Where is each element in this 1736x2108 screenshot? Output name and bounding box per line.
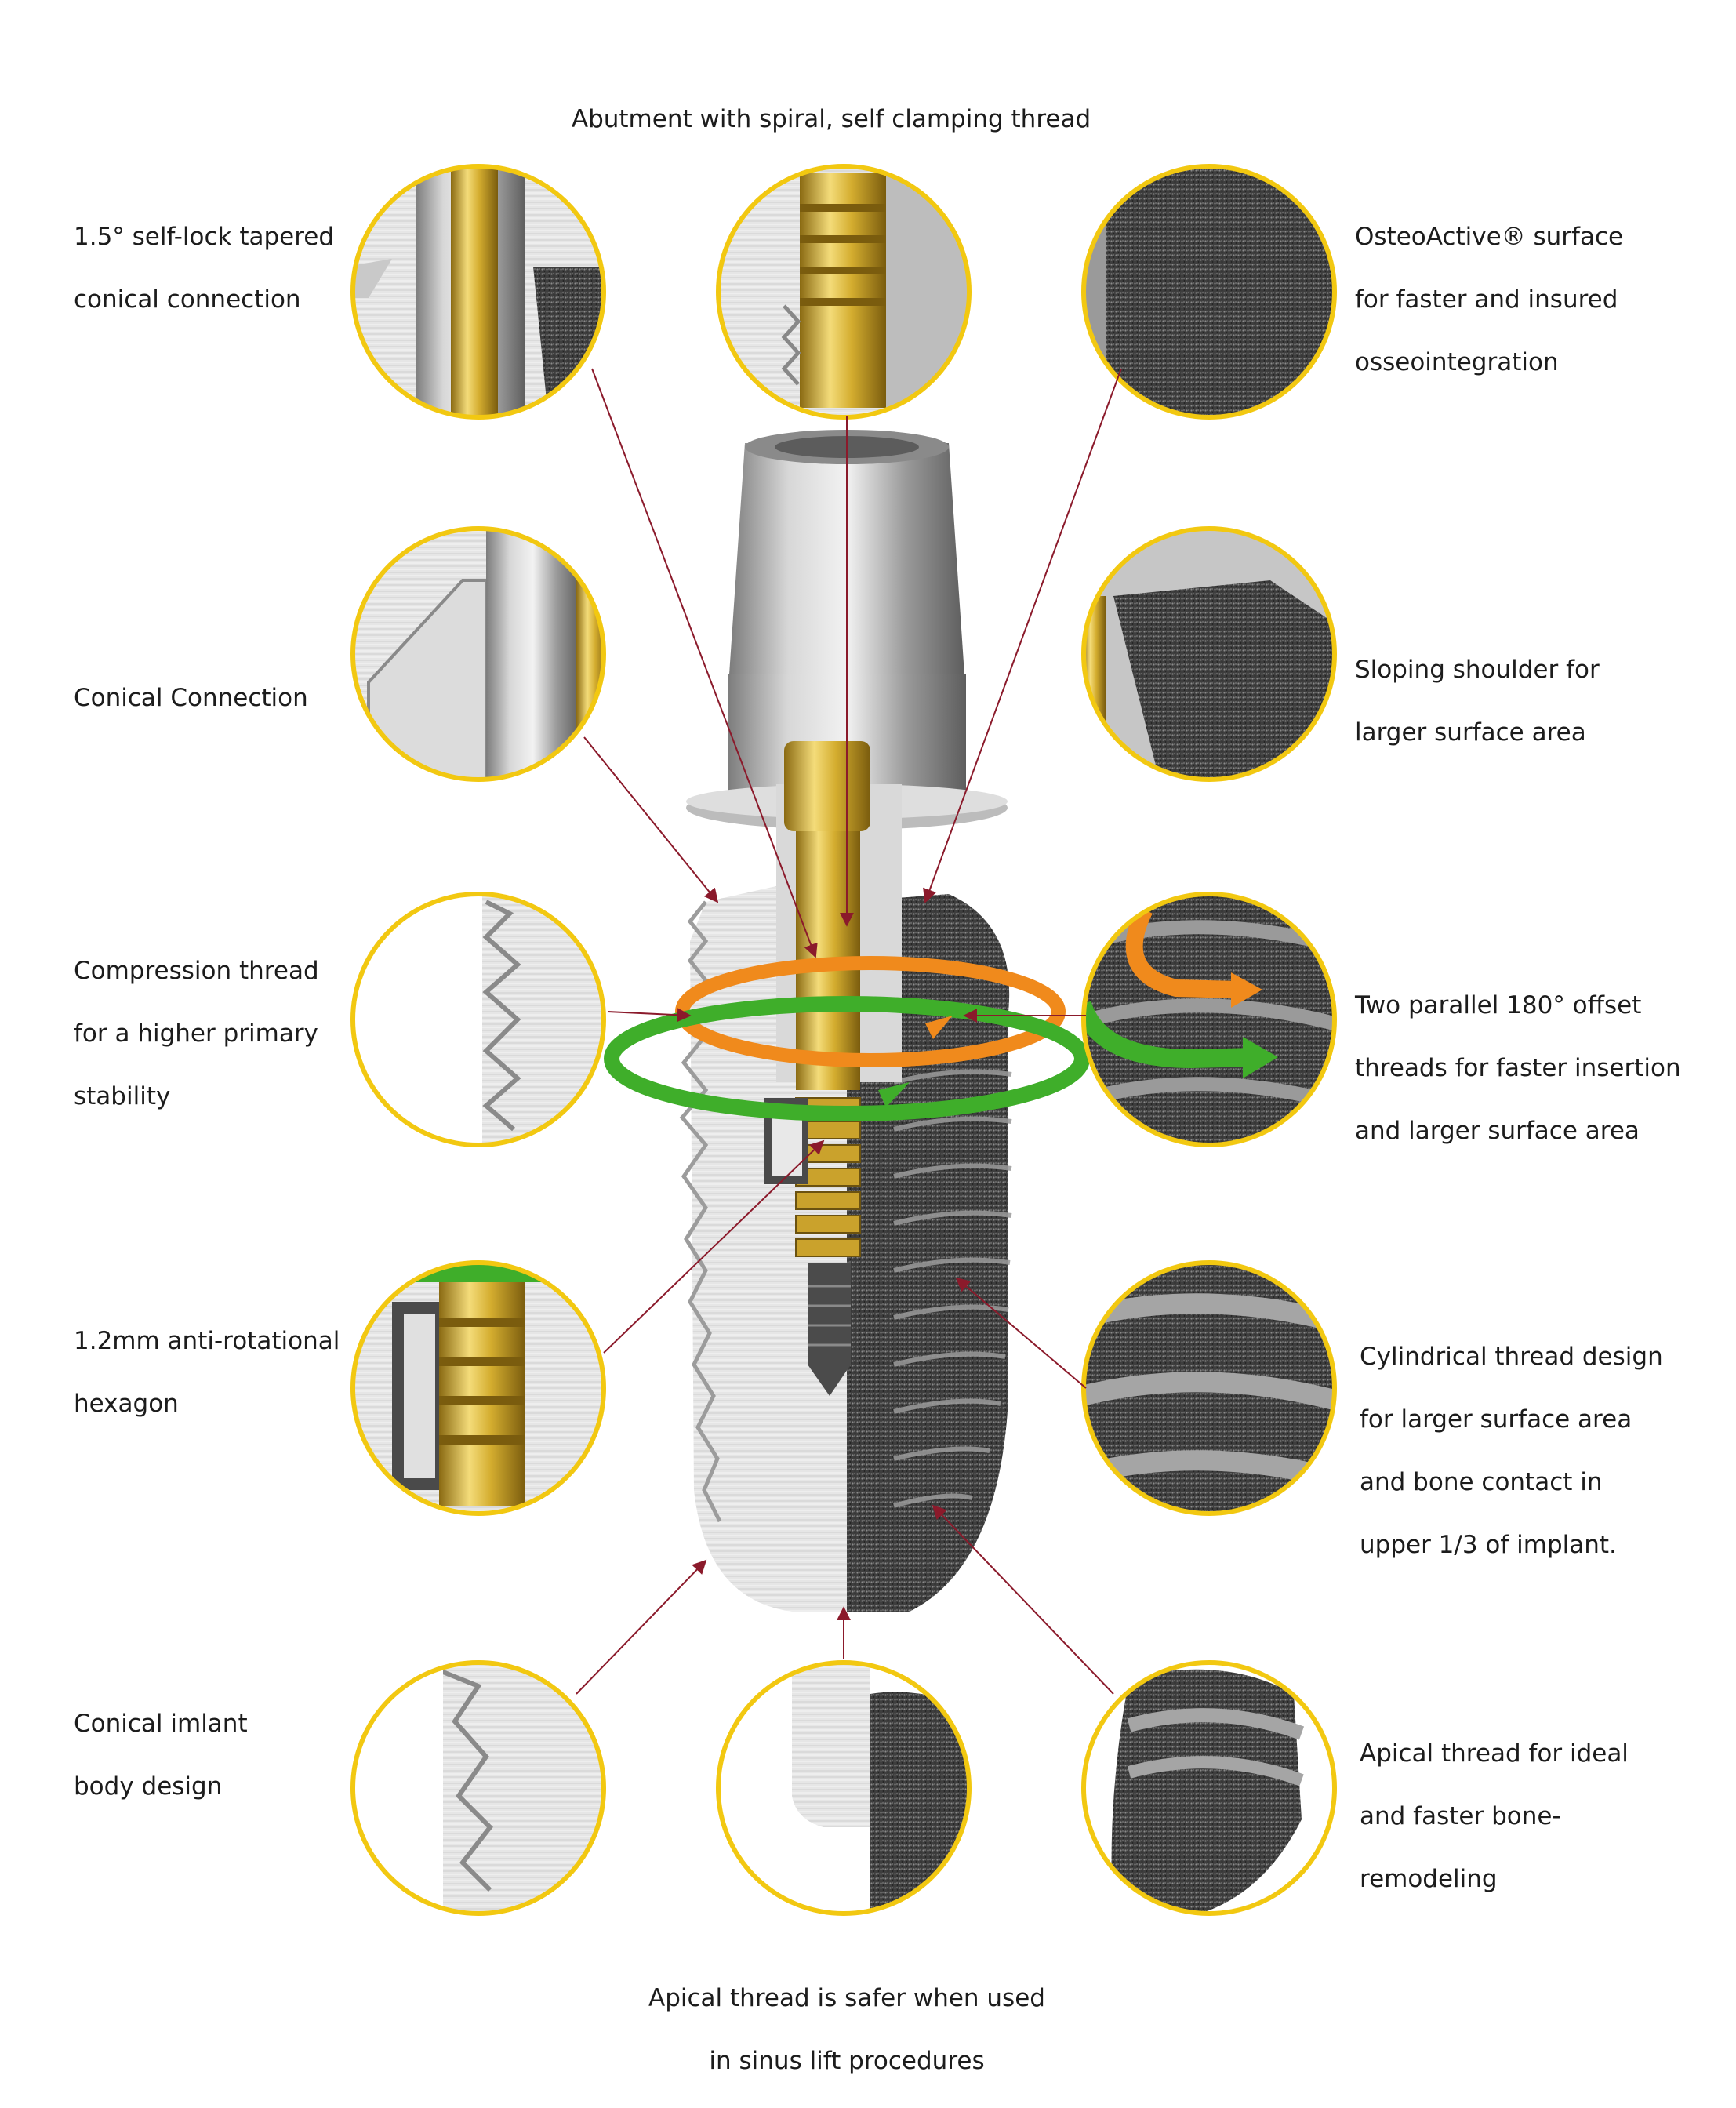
label-line: Apical thread for ideal — [1360, 1739, 1629, 1768]
zoom-abutment-thread — [716, 164, 972, 420]
label-line: and bone contact in — [1360, 1468, 1603, 1496]
label-cylindrical-thread: Cylindrical thread design for larger sur… — [1360, 1310, 1663, 1592]
label-line: threads for faster insertion — [1355, 1054, 1681, 1082]
zoom-apical-thread — [1081, 1660, 1337, 1916]
zoom-apical-tip — [716, 1660, 972, 1916]
label-parallel-threads: Two parallel 180° offset threads for fas… — [1355, 958, 1681, 1178]
zoom-tapered-connection — [350, 164, 606, 420]
zoom-hexagon — [350, 1260, 606, 1516]
label-apical-thread: Apical thread for ideal and faster bone-… — [1360, 1706, 1629, 1926]
label-line: in sinus lift procedures — [709, 2047, 985, 2075]
zoom-cylindrical-thread — [1081, 1260, 1337, 1516]
label-line: Apical thread is safer when used — [648, 1984, 1045, 2012]
label-line: for larger surface area — [1360, 1405, 1632, 1434]
label-line: larger surface area — [1355, 718, 1586, 747]
label-line: for a higher primary — [74, 1019, 318, 1048]
label-sinus-lift: Apical thread is safer when used in sinu… — [580, 1951, 1113, 2108]
label-line: Conical imlant — [74, 1710, 248, 1738]
label-line: hexagon — [74, 1390, 179, 1418]
title-line: Abutment with spiral, self clamping thre… — [571, 105, 1091, 133]
implant-diagram — [350, 164, 1337, 1916]
label-line: OsteoActive® surface — [1355, 223, 1624, 251]
zoom-osteoactive-surface — [1081, 164, 1337, 420]
label-line: and faster bone- — [1360, 1802, 1561, 1830]
label-line: remodeling — [1360, 1865, 1498, 1893]
label-line: stability — [74, 1082, 171, 1110]
label-sloping-shoulder: Sloping shoulder for larger surface area — [1355, 623, 1600, 780]
zoom-conical-body — [350, 1660, 606, 1916]
label-line: and larger surface area — [1355, 1117, 1640, 1145]
label-line: Two parallel 180° offset — [1355, 991, 1642, 1019]
label-line: Sloping shoulder for — [1355, 656, 1600, 684]
label-line: body design — [74, 1772, 223, 1801]
zoom-sloping-shoulder — [1081, 526, 1337, 782]
label-conical-connection: Conical Connection — [74, 651, 308, 745]
label-line: 1.5° self-lock tapered — [74, 223, 335, 251]
label-compression-thread: Compression thread for a higher primary … — [74, 924, 319, 1143]
label-line: Compression thread — [74, 957, 319, 985]
label-line: conical connection — [74, 285, 301, 314]
label-line: upper 1/3 of implant. — [1360, 1531, 1617, 1559]
label-conical-body: Conical imlant body design — [74, 1677, 248, 1834]
label-hexagon: 1.2mm anti-rotational hexagon — [74, 1294, 340, 1451]
label-line: Conical Connection — [74, 684, 308, 712]
zoom-compression-thread — [350, 892, 606, 1147]
label-line: osseointegration — [1355, 348, 1559, 376]
leader-lines — [576, 368, 1122, 1695]
zoom-parallel-threads — [1081, 892, 1337, 1147]
label-tapered-connection: 1.5° self-lock tapered conical connectio… — [74, 190, 334, 347]
label-osteoactive: OsteoActive® surface for faster and insu… — [1355, 190, 1623, 409]
zoom-conical-connection — [350, 526, 606, 782]
label-line: for faster and insured — [1355, 285, 1618, 314]
implant — [679, 430, 1012, 1612]
label-line: Cylindrical thread design — [1360, 1343, 1663, 1371]
title-abutment: Abutment with spiral, self clamping thre… — [510, 72, 1153, 166]
label-line: 1.2mm anti-rotational — [74, 1327, 340, 1355]
